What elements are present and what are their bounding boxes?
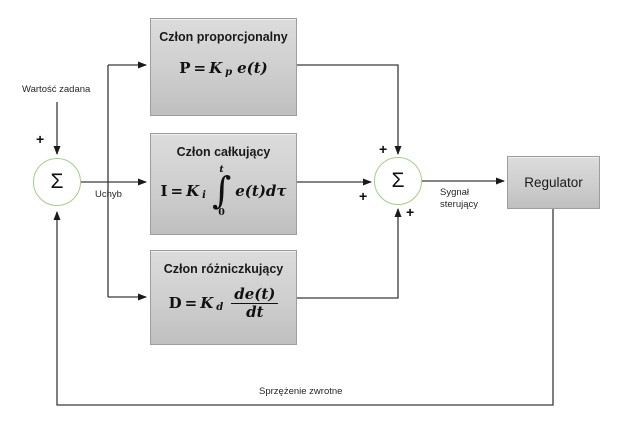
integral-sign: ∫ [211, 169, 232, 212]
block-regulator: Regulator [507, 156, 600, 209]
block-proportional-title: Człon proporcjonalny [159, 30, 288, 44]
plus-sign-setpoint: + [36, 131, 45, 147]
sum-junction-output: Σ [374, 157, 422, 205]
block-regulator-title: Regulator [524, 175, 583, 190]
gain-symbol: K [186, 182, 200, 200]
control-signal-label: Sygnał sterujący [440, 187, 478, 211]
equals-sign: = [184, 294, 198, 312]
formula-lhs: I [160, 182, 168, 200]
fraction-numerator: de(t) [231, 286, 279, 304]
block-derivative-title: Człon różniczkujący [163, 262, 284, 276]
gain-subscript: i [202, 189, 206, 201]
proportional-out-arrow [297, 64, 402, 155]
formula-rhs: e(t)dτ [235, 182, 287, 200]
sigma-symbol: Σ [50, 170, 64, 193]
block-integral-title: Człon całkujący [176, 145, 271, 159]
sum-junction-input: Σ [33, 158, 81, 206]
control-signal-line1: Sygnał [440, 187, 470, 198]
plus-sign-proportional: + [379, 141, 388, 157]
fraction-construct: de(t) dt [231, 286, 279, 321]
feedback-label: Sprzężenie zwrotne [259, 386, 343, 397]
equals-sign: = [193, 59, 207, 77]
derivative-out-arrow [297, 208, 402, 299]
formula-rhs: e(t) [237, 59, 268, 77]
gain-subscript: d [216, 301, 224, 313]
integral-construct: t ∫ 0 [211, 164, 232, 218]
gain-symbol: K [200, 294, 214, 312]
setpoint-label: Wartość zadana [22, 84, 91, 95]
formula-lhs: P [179, 59, 191, 77]
equals-sign: = [170, 182, 184, 200]
integral-lower-limit: 0 [218, 207, 225, 218]
plus-sign-derivative: + [406, 204, 415, 220]
fraction-denominator: dt [246, 303, 264, 321]
integral-upper-limit: t [219, 164, 224, 175]
control-signal-line2: sterujący [440, 199, 479, 210]
plus-sign-integral: + [359, 188, 368, 204]
feedback-loop-arrow [53, 209, 554, 406]
gain-subscript: p [225, 66, 233, 78]
gain-symbol: K [209, 59, 223, 77]
error-label: Uchyb [95, 189, 122, 200]
formula-lhs: D [168, 294, 182, 312]
sigma-symbol: Σ [391, 169, 405, 192]
